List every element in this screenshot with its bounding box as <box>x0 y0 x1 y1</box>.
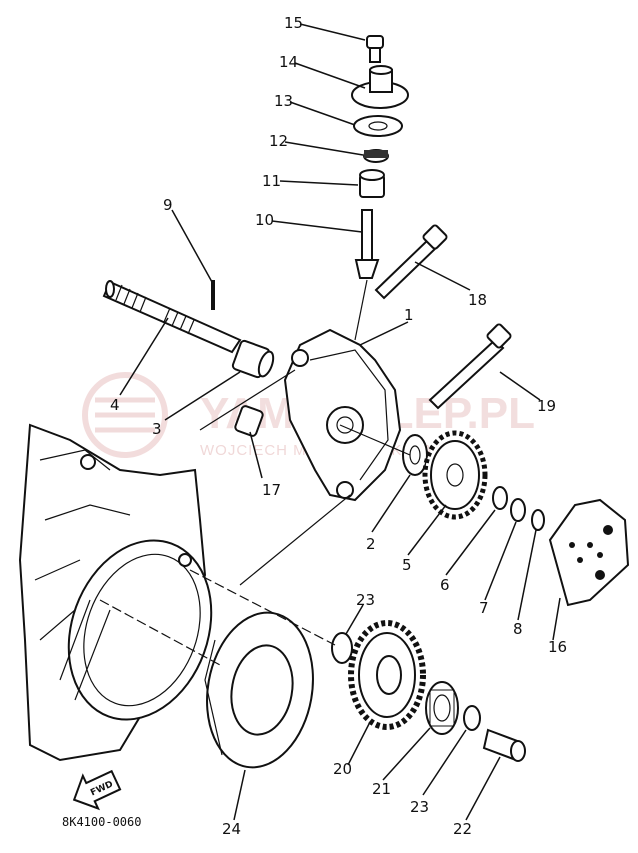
fwd-arrow-icon: FWD <box>72 769 122 811</box>
callout-23-lower: 23 <box>410 798 429 816</box>
crankcase <box>18 423 213 762</box>
part-7-washer <box>510 498 526 522</box>
part-18-bolt <box>374 224 448 300</box>
part-8-clip <box>531 509 545 531</box>
callout-2: 2 <box>366 535 376 553</box>
callout-20: 20 <box>333 760 352 778</box>
part-1-housing <box>283 328 402 502</box>
watermark-logo <box>82 372 168 458</box>
callout-6: 6 <box>440 576 450 594</box>
crankcase-bolt-boss <box>80 454 96 470</box>
part-3-bearing <box>231 339 275 379</box>
part-15-bolt <box>366 35 384 63</box>
callout-22: 22 <box>453 820 472 838</box>
part-23-washer-upper <box>331 632 353 664</box>
callout-8: 8 <box>513 620 523 638</box>
callout-15: 15 <box>284 14 303 32</box>
callout-23-upper: 23 <box>356 591 375 609</box>
part-5-sprocket <box>422 430 488 520</box>
callout-1: 1 <box>404 306 414 324</box>
callout-labels: 15 14 13 12 11 10 9 4 3 17 1 18 19 2 5 6… <box>110 14 567 838</box>
part-14-cap <box>351 65 409 109</box>
part-13-gasket <box>353 115 403 137</box>
callout-16: 16 <box>548 638 567 656</box>
part-21-bearing <box>425 681 459 735</box>
callout-14: 14 <box>279 53 298 71</box>
part-20-sprocket <box>348 620 426 730</box>
callout-4: 4 <box>110 396 120 414</box>
part-22-bushing <box>482 728 526 762</box>
part-24-disc <box>204 611 314 769</box>
part-11-bushing <box>359 169 385 198</box>
part-4-gear-shaft <box>102 280 242 354</box>
diagram-code: 8K4100-0060 <box>62 815 141 829</box>
part-10-shaft <box>354 209 380 279</box>
callout-3: 3 <box>152 420 162 438</box>
part-6-washer <box>492 486 508 510</box>
crankcase-dowel-hole <box>178 553 192 567</box>
part-23-washer-lower <box>463 705 481 731</box>
callout-13: 13 <box>274 92 293 110</box>
callout-18: 18 <box>468 291 487 309</box>
callout-12: 12 <box>269 132 288 150</box>
callout-21: 21 <box>372 780 391 798</box>
part-19-bolt <box>428 323 512 410</box>
callout-17: 17 <box>262 481 281 499</box>
callout-7: 7 <box>479 599 489 617</box>
part-16-plate <box>548 498 630 607</box>
callout-10: 10 <box>255 211 274 229</box>
part-12-seal <box>363 149 389 163</box>
callout-24: 24 <box>222 820 241 838</box>
part-17-collar <box>234 405 264 437</box>
leader-lines <box>99 23 561 821</box>
callout-19: 19 <box>537 397 556 415</box>
callout-9: 9 <box>163 196 173 214</box>
callout-5: 5 <box>402 556 412 574</box>
callout-11: 11 <box>262 172 281 190</box>
